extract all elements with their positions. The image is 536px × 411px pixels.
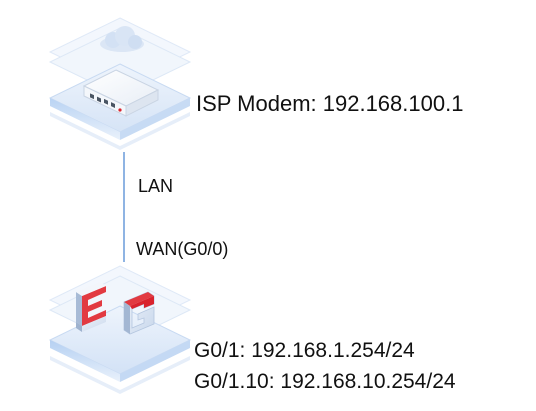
isp-modem-label: ISP Modem: 192.168.100.1 bbox=[196, 91, 464, 116]
cloud-modem-icon bbox=[48, 17, 192, 150]
wan-port-label: WAN(G0/0) bbox=[136, 239, 229, 259]
lan-port-label: LAN bbox=[138, 176, 174, 196]
g0-1-interface-label: G0/1: 192.168.1.254/24 bbox=[194, 339, 415, 362]
isp-modem-node[interactable] bbox=[40, 12, 200, 162]
eg-gateway-node[interactable] bbox=[40, 262, 200, 410]
g0-1-10-interface-label: G0/1.10: 192.168.10.254/24 bbox=[194, 370, 456, 393]
eg-gateway-icon bbox=[48, 265, 192, 394]
lan-wan-link bbox=[123, 152, 125, 262]
